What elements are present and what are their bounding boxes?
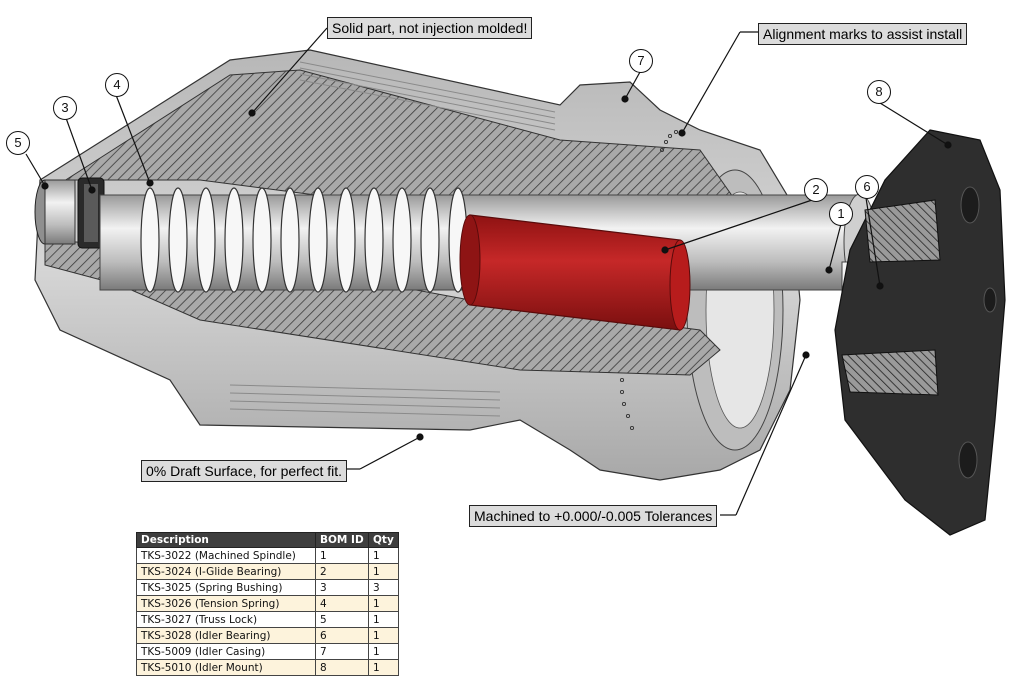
tension-spring	[140, 187, 468, 293]
bom-cell-qty: 1	[368, 659, 399, 676]
bom-cell-description: TKS-3022 (Machined Spindle)	[136, 547, 316, 564]
bom-cell-id: 7	[315, 643, 369, 660]
leader-lines	[25, 27, 952, 516]
bom-header-bom-id: BOM ID	[315, 532, 369, 548]
bom-cell-qty: 1	[368, 627, 399, 644]
bom-header-row: Description BOM ID Qty	[136, 532, 399, 548]
callout-solid-part: Solid part, not injection molded!	[327, 17, 533, 39]
bom-row: TKS-3027 (Truss Lock) 5 1	[136, 611, 399, 628]
bom-cell-qty: 1	[368, 563, 399, 580]
balloon-4: 4	[105, 73, 129, 97]
bom-row: TKS-3026 (Tension Spring) 4 1	[136, 595, 399, 612]
bom-cell-description: TKS-3026 (Tension Spring)	[136, 595, 316, 612]
bom-row: TKS-3024 (I-Glide Bearing) 2 1	[136, 563, 399, 580]
bom-row: TKS-3028 (Idler Bearing) 6 1	[136, 627, 399, 644]
bom-cell-qty: 1	[368, 611, 399, 628]
bom-cell-description: TKS-5009 (Idler Casing)	[136, 643, 316, 660]
bom-cell-description: TKS-5010 (Idler Mount)	[136, 659, 316, 676]
bom-cell-description: TKS-3027 (Truss Lock)	[136, 611, 316, 628]
bom-table: Description BOM ID Qty TKS-3022 (Machine…	[136, 532, 399, 676]
callout-tolerances: Machined to +0.000/-0.005 Tolerances	[469, 505, 718, 527]
callout-alignment-marks: Alignment marks to assist install	[758, 23, 968, 45]
bom-cell-qty: 1	[368, 643, 399, 660]
balloon-6: 6	[855, 175, 879, 199]
bom-cell-id: 1	[315, 547, 369, 564]
balloon-1: 1	[829, 202, 853, 226]
bom-cell-description: TKS-3024 (I-Glide Bearing)	[136, 563, 316, 580]
bom-row: TKS-5009 (Idler Casing) 7 1	[136, 643, 399, 660]
balloon-2: 2	[804, 178, 828, 202]
bom-header-description: Description	[136, 532, 316, 548]
bom-cell-description: TKS-3025 (Spring Bushing)	[136, 579, 316, 596]
bom-cell-qty: 3	[368, 579, 399, 596]
truss-lock	[34, 179, 76, 245]
bom-cell-id: 2	[315, 563, 369, 580]
bom-cell-qty: 1	[368, 547, 399, 564]
bom-cell-id: 5	[315, 611, 369, 628]
bom-row: TKS-3025 (Spring Bushing) 3 3	[136, 579, 399, 596]
bom-cell-id: 4	[315, 595, 369, 612]
balloon-7: 7	[629, 49, 653, 73]
bom-cell-id: 6	[315, 627, 369, 644]
callout-draft-surface: 0% Draft Surface, for perfect fit.	[141, 460, 348, 482]
bom-cell-description: TKS-3028 (Idler Bearing)	[136, 627, 316, 644]
spring-bushing	[77, 177, 105, 249]
bom-header-qty: Qty	[368, 532, 399, 548]
balloon-8: 8	[867, 80, 891, 104]
balloon-5: 5	[6, 131, 30, 155]
bom-row: TKS-3022 (Machined Spindle) 1 1	[136, 547, 399, 564]
bom-cell-qty: 1	[368, 595, 399, 612]
bom-cell-id: 8	[315, 659, 369, 676]
bom-cell-id: 3	[315, 579, 369, 596]
i-glide-bearing	[459, 214, 691, 331]
bom-row: TKS-5010 (Idler Mount) 8 1	[136, 659, 399, 676]
balloon-3: 3	[53, 96, 77, 120]
idler-mount	[834, 129, 1006, 536]
